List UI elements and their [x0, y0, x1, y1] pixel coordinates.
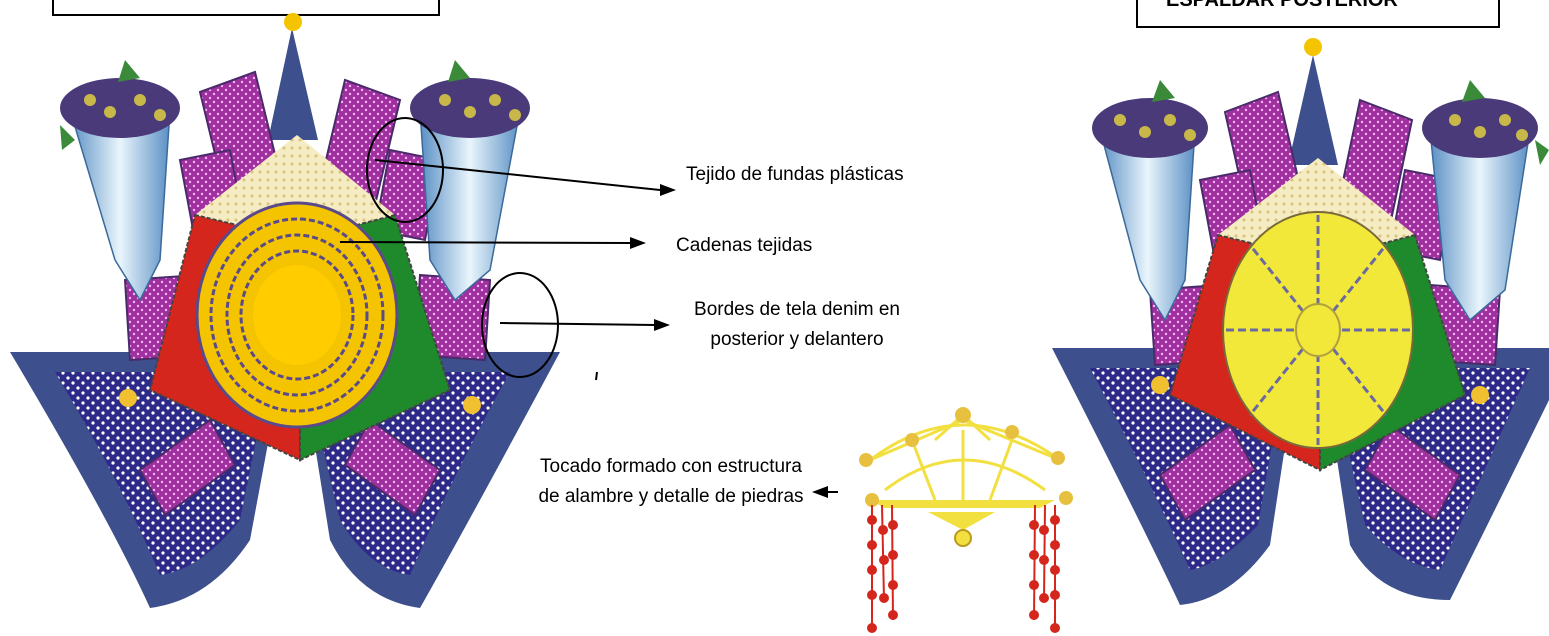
right-title: ESPALDAR POSTERIOR: [1166, 0, 1398, 11]
label-bordes: Bordes de tela denim en posterior y dela…: [670, 295, 924, 355]
headdress-crown: [859, 407, 1073, 633]
arrowheads: [630, 184, 828, 498]
right-title-box: [1136, 0, 1500, 28]
label-cadenas-text: Cadenas tejidas: [676, 235, 813, 256]
fundas-circle: [366, 117, 444, 223]
back-costume: [1052, 38, 1549, 605]
label-tocado-text: Tocado formado con estructura de alambre…: [538, 456, 804, 507]
bordes-circle: [481, 272, 559, 378]
label-cadenas: Cadenas tejidas: [676, 231, 812, 261]
label-fundas-text: Tejido de fundas plásticas: [686, 164, 904, 185]
label-fundas: Tejido de fundas plásticas: [686, 160, 926, 190]
front-costume: [10, 13, 560, 608]
label-tocado: Tocado formado con estructura de alambre…: [536, 452, 806, 512]
left-title-box: [52, 0, 440, 16]
label-bordes-text: Bordes de tela denim en posterior y dela…: [694, 299, 900, 350]
annotation-markers: [339, 117, 838, 493]
